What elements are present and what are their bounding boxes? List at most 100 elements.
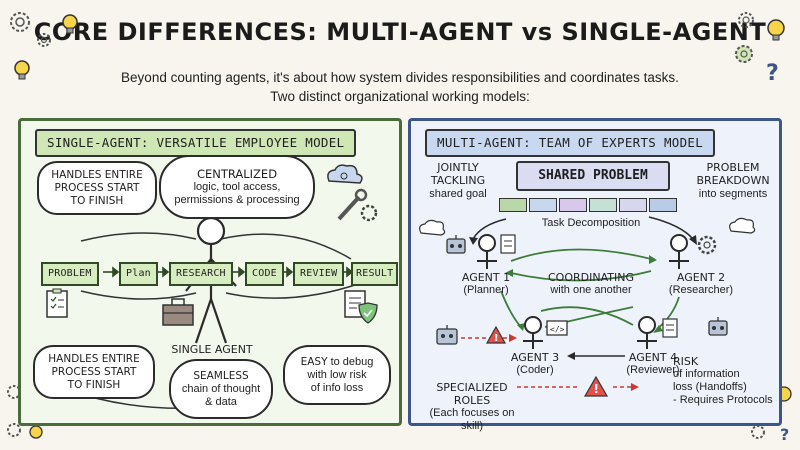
jointly-tackling: JOINTLY TACKLING	[423, 161, 493, 187]
bubble-line: PROCESS START	[54, 181, 140, 194]
problem-breakdown: PROBLEM BREAKDOWN	[691, 161, 775, 187]
robot-icon	[708, 317, 728, 336]
toolbox-icon	[162, 298, 194, 326]
page-title: CORE DIFFERENCES: MULTI-AGENT vs SINGLE-…	[33, 18, 767, 46]
easy-line-1: with low risk	[307, 368, 367, 381]
centralized-line-2: permissions & processing	[174, 193, 300, 206]
risk-note: RISK of information loss (Handoffs) - Re…	[673, 355, 775, 407]
cloud-icon	[419, 219, 446, 236]
lightbulb-icon	[62, 14, 78, 34]
problem-segment	[649, 198, 677, 212]
seamless-line-2: & data	[205, 395, 237, 408]
gear-icon	[37, 33, 51, 47]
gear-icon	[738, 12, 754, 28]
problem-segment	[619, 198, 647, 212]
svg-text:!: !	[594, 382, 599, 396]
bubble-seamless: SEAMLESS chain of thought & data	[169, 359, 273, 419]
lightbulb-icon	[14, 60, 30, 80]
flow-step-review: REVIEW	[293, 262, 345, 286]
risk-line-1: of information	[673, 368, 740, 380]
multi-agent-connectors: </> ! !	[419, 216, 756, 397]
agent-3-figure	[523, 316, 543, 349]
svg-text:!: !	[494, 333, 499, 344]
single-agent-heading: SINGLE-AGENT: VERSATILE EMPLOYEE MODEL	[35, 129, 357, 157]
flow-step-research: RESEARCH	[169, 262, 233, 286]
warning-icon: !	[583, 375, 609, 397]
agent-1-label: AGENT 1 (Planner)	[441, 271, 531, 297]
question-mark-icon: ?	[780, 425, 789, 444]
jointly-line-1: JOINTLY	[437, 161, 479, 174]
breakdown-line-2: BREAKDOWN	[696, 174, 770, 187]
bubble-line: PROCESS START	[51, 365, 137, 378]
gear-icon	[751, 425, 765, 439]
agent-2-name: AGENT 2	[676, 271, 726, 284]
coordinating-sub: with one another	[550, 284, 632, 296]
problem-segment	[499, 198, 527, 212]
agent-2-figure	[669, 234, 689, 269]
question-mark-icon: ?	[766, 61, 779, 86]
easy-line-2: of info loss	[310, 381, 364, 394]
task-decomposition-label: Task Decomposition	[541, 217, 641, 229]
flow-step-code: CODE	[245, 262, 284, 286]
agent-2-role: (Researcher)	[668, 284, 734, 296]
agent-1-figure	[477, 234, 497, 269]
cloud-icon	[327, 164, 363, 184]
jointly-line-2: TACKLING	[430, 174, 486, 187]
wrench-icon	[337, 188, 368, 221]
coordinating-label: COORDINATING with one another	[531, 271, 651, 297]
risk-line-2: loss (Handoffs)	[673, 381, 747, 393]
coordinating-title: COORDINATING	[548, 271, 634, 284]
shared-goal: shared goal	[429, 188, 487, 200]
subtitle-line-1: Beyond counting agents, it's about how s…	[121, 70, 679, 85]
agent-1-role: (Planner)	[463, 284, 509, 296]
flow-step-plan: Plan	[119, 262, 158, 286]
clipboard-icon	[46, 288, 68, 318]
bubble-line: HANDLES ENTIRE	[51, 168, 143, 181]
centralized-line-1: logic, tool access,	[193, 180, 281, 193]
easy-title: EASY	[300, 355, 328, 368]
shared-problem-box: SHARED PROBLEM	[516, 161, 670, 191]
agent-4-role: (Reviewer)	[626, 364, 680, 376]
into-segments: into segments	[698, 188, 768, 200]
lightbulb-icon	[767, 19, 785, 41]
flow-step-problem: PROBLEM	[41, 262, 99, 286]
robot-icon	[446, 235, 466, 254]
seamless-line-1: chain of thought	[181, 382, 261, 395]
bubble-handles-entire-top: HANDLES ENTIRE PROCESS START TO FINISH	[37, 161, 157, 215]
bubble-line: TO FINISH	[70, 194, 124, 207]
problem-segment	[529, 198, 557, 212]
seamless-title: SEAMLESS	[193, 369, 249, 382]
bubble-centralized: CENTRALIZED logic, tool access, permissi…	[159, 155, 315, 219]
breakdown-line-1: PROBLEM	[706, 161, 760, 174]
gear-icon	[697, 235, 717, 255]
risk-title: RISK	[673, 355, 699, 368]
gear-icon	[10, 12, 30, 32]
shield-icon	[358, 302, 378, 324]
bubble-line: HANDLES ENTIRE	[48, 352, 140, 365]
agent-4-label: AGENT 4 (Reviewer)	[611, 351, 695, 377]
monitor-code-icon: </>	[546, 320, 568, 336]
agent-3-role: (Coder)	[516, 364, 554, 376]
bubble-easy-debug: EASY to debug with low risk of info loss	[283, 345, 391, 405]
bubble-handles-entire-bottom: HANDLES ENTIRE PROCESS START TO FINISH	[33, 345, 155, 399]
gear-icon	[735, 45, 753, 63]
bubble-line: TO FINISH	[67, 378, 121, 391]
agent-3-label: AGENT 3 (Coder)	[493, 351, 577, 377]
problem-segment	[589, 198, 617, 212]
agent-4-figure	[637, 316, 657, 349]
subtitle-line-2: Two distinct organizational working mode…	[270, 89, 530, 104]
problem-segment	[559, 198, 587, 212]
agent-3-name: AGENT 3	[510, 351, 560, 364]
clipboard-icon	[662, 318, 678, 338]
specialized-sub: (Each focuses on skill)	[429, 407, 515, 432]
multi-agent-panel: MULTI-AGENT: TEAM OF EXPERTS MODEL	[408, 118, 782, 432]
gear-icon	[7, 423, 21, 437]
risk-line-3: - Requires Protocols	[673, 394, 773, 406]
specialized-roles: SPECIALIZED ROLES (Each focuses on skill…	[417, 381, 527, 433]
gear-icon	[360, 204, 378, 222]
agent-2-label: AGENT 2 (Researcher)	[651, 271, 751, 297]
multi-agent-heading: MULTI-AGENT: TEAM OF EXPERTS MODEL	[425, 129, 716, 157]
cloud-icon	[729, 217, 756, 234]
svg-text:</>: </>	[550, 325, 565, 334]
